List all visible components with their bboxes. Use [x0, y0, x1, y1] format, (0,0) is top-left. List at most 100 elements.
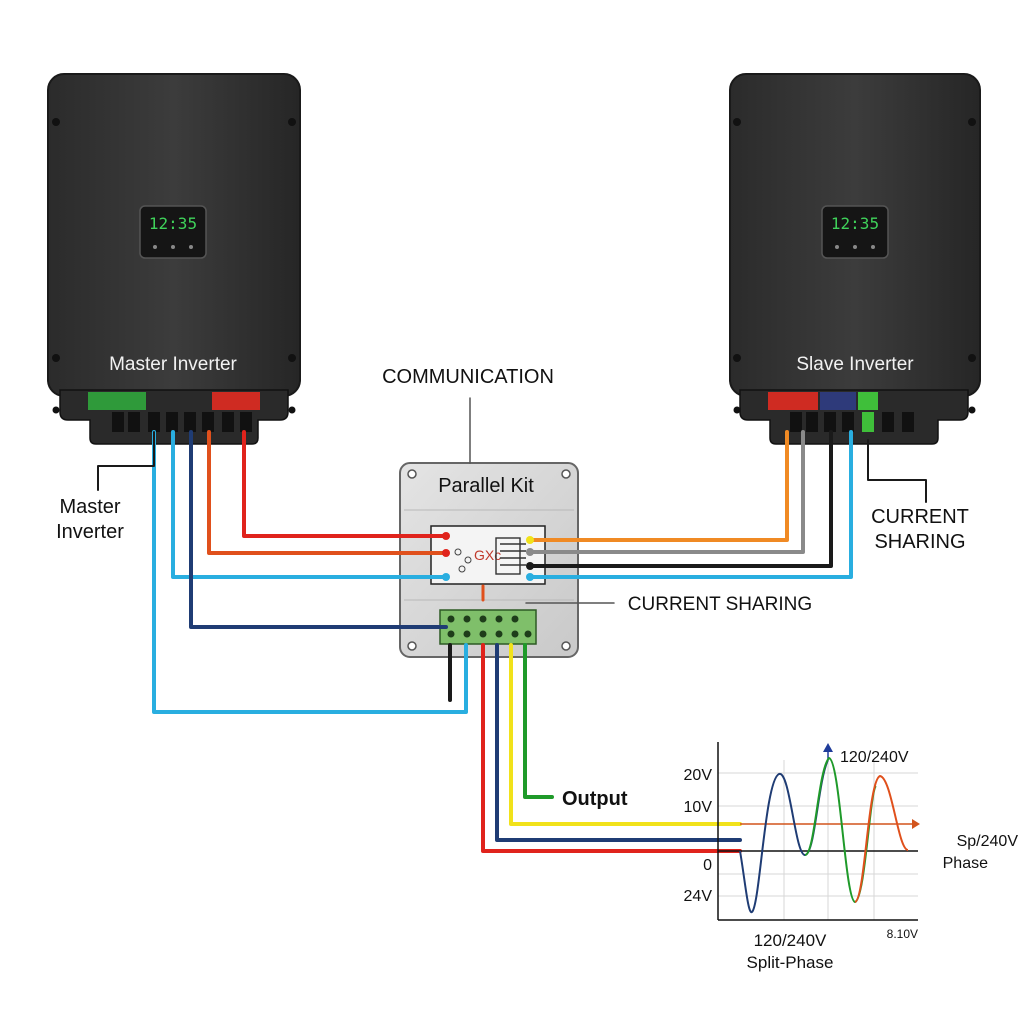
output-label: Output	[562, 788, 628, 810]
kit-terminal-dot-yellow	[526, 536, 534, 544]
terminal-slot	[202, 412, 214, 432]
terminal-slot	[902, 412, 914, 432]
indicator-icon	[835, 245, 839, 249]
kit-texture	[404, 509, 574, 601]
terminal-slot	[166, 412, 178, 432]
screw-icon	[52, 118, 60, 126]
slave-inverter-title: Slave Inverter	[796, 354, 914, 375]
kit-terminal-dot-blue	[442, 573, 450, 581]
kit-terminal-dot-black	[526, 562, 534, 570]
terminal-slot	[240, 412, 252, 432]
screw-icon	[733, 406, 741, 414]
y-tick-10v: 10V	[684, 799, 713, 816]
right-label-line2: Phase	[943, 855, 988, 872]
terminal-green	[88, 392, 146, 410]
waveform-grid	[718, 760, 918, 920]
communication-label: COMMUNICATION	[382, 366, 554, 388]
screw-icon	[968, 118, 976, 126]
wire-master-label-leader	[97, 431, 155, 491]
wire-slave-label-leader	[867, 439, 927, 503]
kit-terminal-screws	[447, 615, 532, 638]
slave-display: 12:35	[821, 205, 889, 259]
wire-master-red	[242, 430, 448, 538]
current-sharing-right-line2: SHARING	[874, 531, 965, 553]
terminal-red	[768, 392, 818, 410]
waveform-phase-b	[804, 756, 877, 904]
wiring	[97, 397, 927, 853]
current-sharing-label: CURRENT SHARING	[628, 594, 812, 615]
master-side-label-line1: Master	[59, 496, 120, 518]
arrow-up-icon	[823, 743, 833, 752]
kit-connector-icon	[495, 537, 526, 575]
indicator-icon	[853, 245, 857, 249]
terminal-green	[858, 392, 878, 410]
kit-component-icon	[454, 548, 472, 573]
terminal-slot	[842, 412, 854, 432]
screw-icon	[733, 118, 741, 126]
terminal-slot	[184, 412, 196, 432]
arrow-right-icon	[912, 819, 920, 829]
bottom-label-line1: 120/240V	[754, 931, 827, 950]
kit-terminal-dot-gray	[526, 548, 534, 556]
kit-circuit-board	[430, 525, 546, 585]
terminal-slot	[222, 412, 234, 432]
bottom-label-line2: Split-Phase	[747, 953, 834, 972]
master-inverter: 12:35 Master Inverter	[47, 73, 301, 445]
slave-display-readout: 12:35	[831, 214, 879, 233]
wire-master-light-blue	[171, 430, 448, 579]
indicator-icon	[871, 245, 875, 249]
wire-master-light-blue-loop	[152, 430, 468, 714]
kit-chip-label: GXc	[474, 547, 501, 563]
bottom-right-label: 8.10V	[887, 927, 918, 941]
kit-terminal-dot-blue	[526, 573, 534, 581]
master-display-readout: 12:35	[149, 214, 197, 233]
terminal-red	[212, 392, 260, 410]
kit-terminal-strip	[439, 609, 537, 645]
y-tick-20v: 20V	[684, 767, 713, 784]
right-label-line1: Sp/240V	[957, 833, 1019, 850]
wire-slave-orange	[528, 430, 789, 542]
kit-terminal-dot-red	[442, 549, 450, 557]
screw-icon	[52, 354, 60, 362]
wire-slave-black	[528, 430, 833, 568]
screw-icon	[968, 354, 976, 362]
screw-icon	[968, 406, 976, 414]
terminal-slot	[790, 412, 802, 432]
indicator-icon	[153, 245, 157, 249]
screw-icon	[407, 469, 417, 479]
master-side-label-line2: Inverter	[56, 521, 124, 543]
screw-icon	[407, 641, 417, 651]
parallel-kit: Parallel Kit GXc	[399, 462, 579, 658]
terminal-slot	[882, 412, 894, 432]
terminal-slot	[806, 412, 818, 432]
indicator-icon	[171, 245, 175, 249]
wire-master-dark-blue	[189, 430, 448, 629]
kit-terminal-dot-red	[442, 532, 450, 540]
indicator-icon	[189, 245, 193, 249]
screw-icon	[561, 641, 571, 651]
y-tick-0: 0	[703, 857, 712, 874]
slave-inverter: 12:35 Slave Inverter	[729, 73, 981, 445]
peak-label: 120/240V	[840, 749, 909, 766]
terminal-slot	[824, 412, 836, 432]
screw-icon	[561, 469, 571, 479]
terminal-slot	[862, 412, 874, 432]
wire-slave-light-blue	[528, 430, 853, 579]
wire-output-yellow	[509, 643, 742, 826]
waveform-phase-c	[854, 774, 909, 903]
wire-output-dark-blue	[495, 643, 742, 842]
parallel-kit-title: Parallel Kit	[438, 475, 534, 497]
screw-icon	[52, 406, 60, 414]
wire-output-green	[523, 643, 554, 799]
terminal-slot	[128, 412, 140, 432]
screw-icon	[288, 406, 296, 414]
screw-icon	[733, 354, 741, 362]
master-inverter-title: Master Inverter	[109, 354, 237, 375]
screw-icon	[288, 354, 296, 362]
terminal-slot	[148, 412, 160, 432]
wire-master-orange-red	[207, 430, 448, 555]
terminal-slot	[112, 412, 124, 432]
terminal-blue	[820, 392, 856, 410]
screw-icon	[288, 118, 296, 126]
